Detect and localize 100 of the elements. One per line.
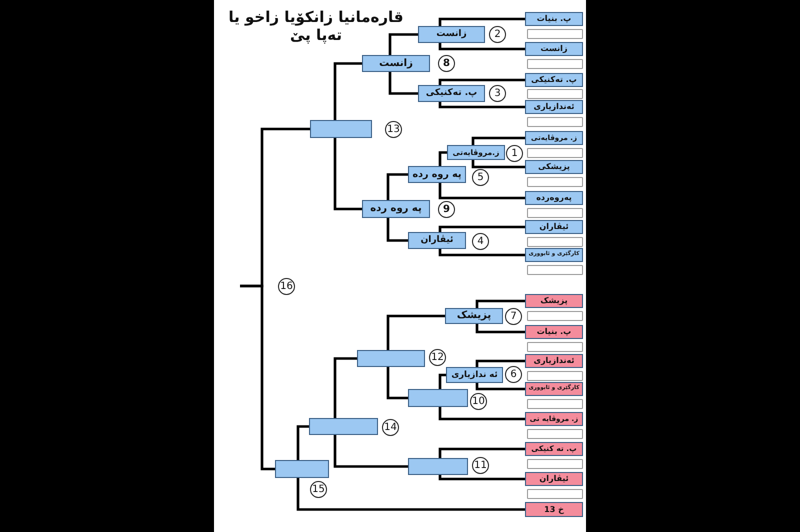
title: قارەمانیا زانکۆیا زاخو یا تەپا پێ	[228, 8, 404, 44]
score-field	[527, 429, 583, 439]
score-field	[527, 59, 583, 69]
match-box	[408, 389, 468, 407]
score-field	[527, 459, 583, 469]
match-box	[362, 55, 430, 72]
team-name: پ. بنیات	[536, 328, 572, 336]
match-box	[446, 367, 503, 383]
bracket-line	[438, 249, 525, 256]
team-name: زانست	[436, 30, 467, 39]
team-name: پزیشک	[456, 311, 492, 321]
bracket-line	[472, 160, 525, 168]
bracket-line	[296, 425, 309, 460]
team-box	[525, 472, 583, 486]
team-name: پە روە ردە	[370, 204, 422, 214]
bracket-line	[388, 33, 418, 55]
match-box	[275, 460, 329, 478]
bracket-line	[476, 324, 525, 334]
team-name: ئەندازیاری	[534, 103, 574, 111]
score-field	[527, 489, 583, 499]
team-name: پ. تەکنیکی	[426, 89, 478, 98]
bracket-line	[386, 173, 408, 200]
team-name: ئیڤاران	[539, 475, 569, 483]
bracket-line	[438, 43, 525, 50]
team-box	[525, 325, 583, 339]
score-field	[527, 371, 583, 381]
team-box	[525, 12, 583, 26]
score-field	[527, 208, 583, 218]
bracket-line	[334, 435, 408, 468]
bracket-line	[438, 475, 525, 480]
bracket-line	[240, 284, 275, 470]
match-box	[408, 166, 466, 183]
team-box	[525, 42, 583, 56]
score-field	[527, 29, 583, 39]
bracket-line	[386, 367, 408, 400]
bracket-line	[438, 183, 525, 200]
team-box	[525, 248, 583, 262]
team-name: خ 13	[544, 506, 564, 514]
bracket-line	[438, 102, 525, 108]
score-field	[527, 265, 583, 275]
bracket-line	[476, 360, 525, 367]
match-box	[408, 458, 468, 475]
bracket-line	[438, 78, 525, 85]
team-box	[525, 100, 583, 114]
team-box	[525, 294, 583, 308]
bracket-line	[438, 18, 525, 26]
bracket-line	[334, 62, 362, 120]
team-box	[525, 220, 583, 234]
team-box	[525, 382, 583, 396]
match-box	[445, 308, 503, 324]
team-name: ئیڤاران	[420, 236, 454, 245]
bracket-line	[438, 226, 525, 232]
bracket-line	[438, 374, 446, 389]
team-box	[525, 442, 583, 456]
match-box	[418, 26, 485, 43]
match-box	[447, 145, 505, 160]
team-box	[525, 412, 583, 426]
score-field	[527, 342, 583, 352]
match-box	[418, 85, 485, 102]
team-name: ئیڤاران	[539, 223, 569, 231]
bracket-line	[334, 357, 357, 418]
team-box	[525, 191, 583, 205]
score-field	[527, 89, 583, 99]
bracket-line	[438, 407, 525, 420]
team-name: پەروەردە	[536, 194, 572, 202]
bracket-line	[334, 138, 362, 210]
match-box	[357, 350, 425, 367]
match-box	[408, 232, 466, 249]
score-field	[527, 117, 583, 127]
team-box	[525, 354, 583, 368]
team-name: پزیشک	[540, 297, 568, 305]
team-name: ئە ندازیاری	[451, 370, 498, 380]
match-box	[310, 120, 372, 138]
team-box	[525, 131, 583, 145]
score-field	[527, 399, 583, 409]
team-name: زانست	[379, 58, 413, 68]
match-box	[309, 418, 378, 435]
score-field	[527, 311, 583, 321]
team-box	[525, 502, 583, 517]
bracket-line	[386, 218, 408, 242]
score-field	[527, 148, 583, 158]
score-field	[527, 177, 583, 187]
team-name: ئەندازیاری	[534, 357, 574, 365]
team-name: پ. تەکنیکی	[531, 76, 577, 84]
bracket-line	[438, 151, 447, 166]
score-field	[527, 237, 583, 247]
bracket-line	[476, 383, 525, 390]
bracket-line	[386, 314, 445, 350]
bracket-line	[388, 72, 418, 95]
team-name: پ. بنیات	[536, 15, 572, 23]
bracket-line	[472, 136, 525, 145]
team-name: پزیشکی	[538, 163, 570, 171]
team-name: زانست	[540, 45, 568, 53]
team-box	[525, 160, 583, 174]
bracket-line	[296, 478, 525, 511]
match-box	[362, 200, 430, 218]
bracket-line	[476, 300, 525, 308]
team-box	[525, 73, 583, 87]
bracket-line	[438, 448, 525, 458]
team-name: پە روە ردە	[412, 170, 462, 180]
